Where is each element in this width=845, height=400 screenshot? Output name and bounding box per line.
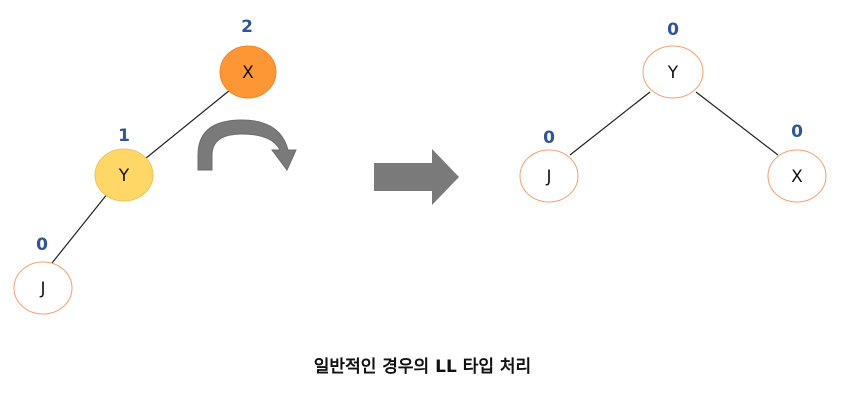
node-y-right-label: Y xyxy=(667,63,679,83)
right-arrow-icon xyxy=(374,149,459,205)
edge-x-y xyxy=(139,89,231,164)
edge-y-x-right xyxy=(695,91,779,156)
node-y-right-circle xyxy=(642,45,704,99)
node-j-right-label: J xyxy=(545,167,551,187)
left-tree: X 2 Y 1 J 0 xyxy=(13,17,277,315)
diagram-caption: 일반적인 경우의 LL 타입 처리 xyxy=(313,357,532,377)
node-j-left-label: J xyxy=(39,279,45,299)
right-tree: Y 0 J 0 X 0 xyxy=(519,20,827,203)
balance-x-left: 2 xyxy=(241,17,253,37)
node-y-left-circle xyxy=(94,148,154,202)
node-x-left: X xyxy=(219,45,277,99)
node-j-right-circle xyxy=(519,149,579,203)
node-x-right-circle xyxy=(767,149,827,203)
rotate-arrow-icon xyxy=(197,119,297,171)
node-x-right-label: X xyxy=(791,167,803,187)
node-j-left-circle xyxy=(13,261,73,315)
balance-j-right: 0 xyxy=(543,128,555,148)
balance-x-right: 0 xyxy=(791,122,803,142)
edge-y-j-right xyxy=(569,91,651,156)
node-y-left: Y xyxy=(94,148,154,202)
node-y-right: Y xyxy=(642,45,704,99)
node-j-left: J xyxy=(13,261,73,315)
node-y-left-label: Y xyxy=(118,166,130,186)
node-x-left-circle xyxy=(219,45,277,99)
balance-y-right: 0 xyxy=(667,20,679,40)
node-x-left-label: X xyxy=(242,63,254,83)
balance-j-left: 0 xyxy=(36,235,48,255)
edge-y-j xyxy=(51,192,109,264)
node-j-right: J xyxy=(519,149,579,203)
node-x-right: X xyxy=(767,149,827,203)
balance-y-left: 1 xyxy=(118,126,130,146)
